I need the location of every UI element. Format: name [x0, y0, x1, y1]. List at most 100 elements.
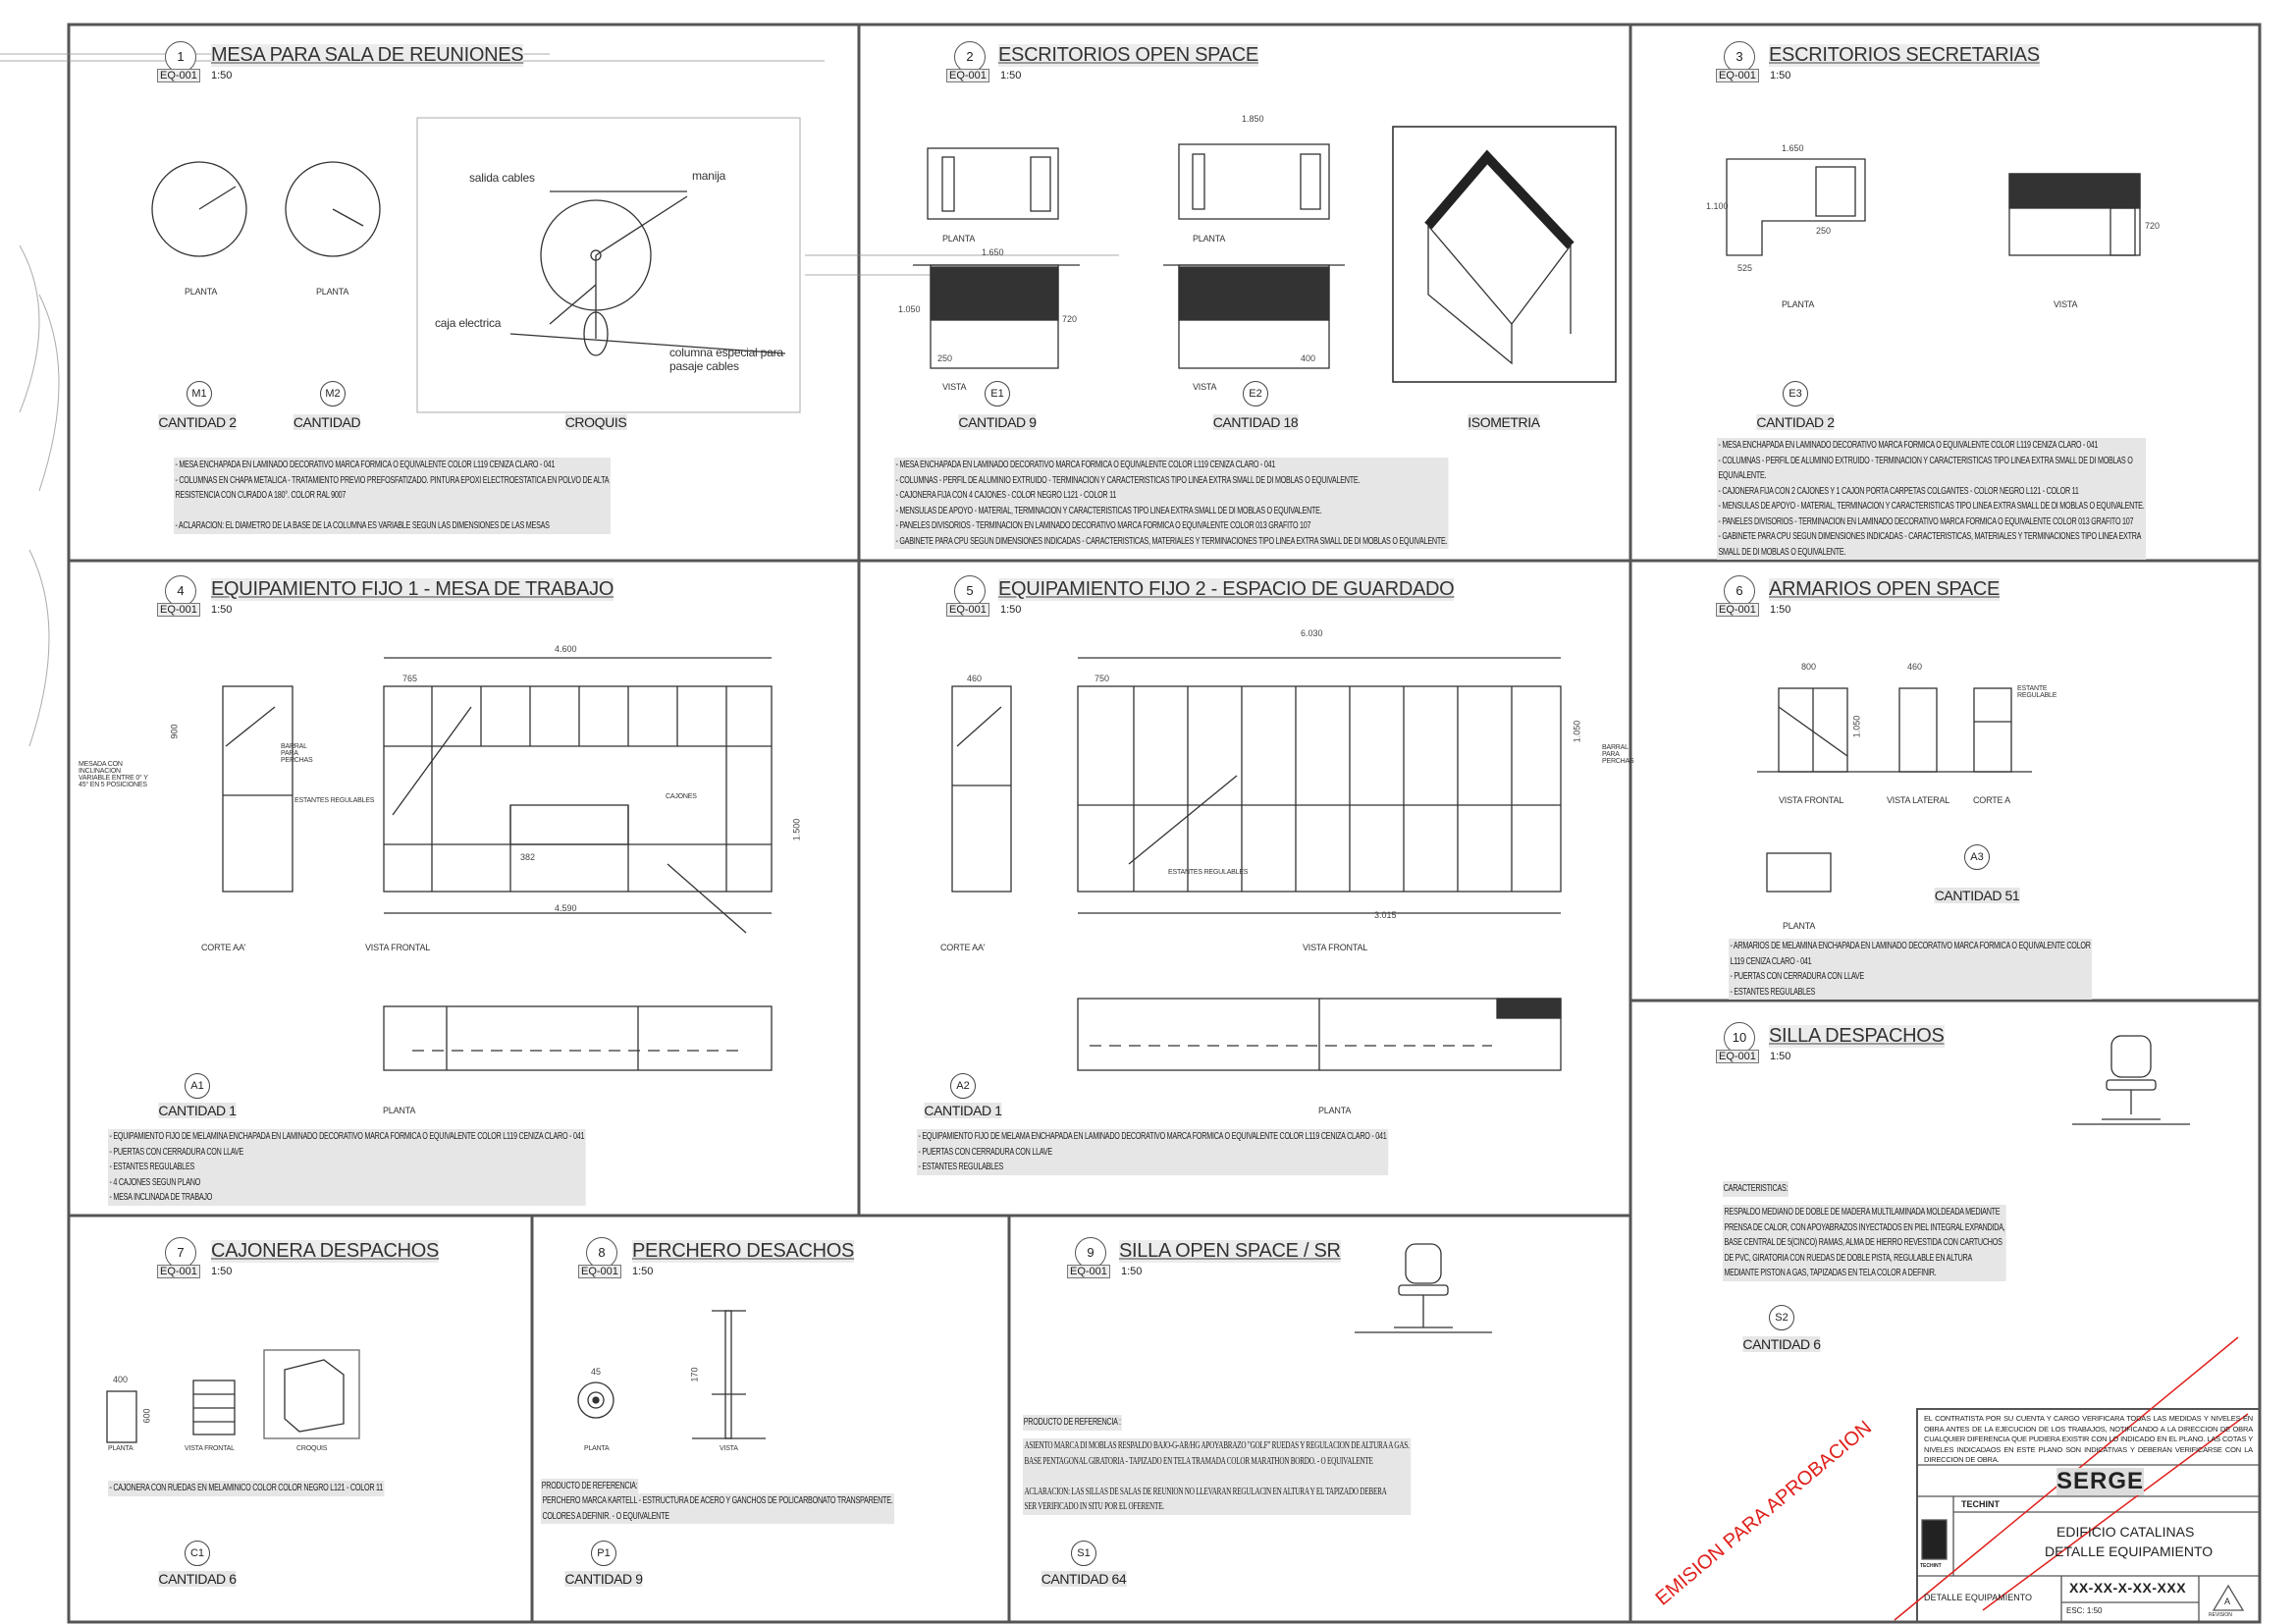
sheet-ref: EQ-001: [1716, 69, 1759, 82]
spec-notes: - MESA ENCHAPADA EN LAMINADO DECORATIVO …: [174, 458, 611, 534]
meeting-table-drawings: [151, 161, 786, 356]
note-line: BASE PENTAGONAL GIRATORIA - TAPIZADO EN …: [1023, 1453, 1374, 1469]
view-label: PLANTA: [1783, 921, 1816, 931]
sheet-ref: EQ-001: [1716, 603, 1759, 617]
panel-title: ESCRITORIOS SECRETARIAS: [1769, 44, 2040, 67]
work-table-drawings: [222, 657, 773, 1071]
note-line: - PUERTAS CON CERRADURA CON LLAVE: [108, 1144, 244, 1160]
note-line: RESISTENCIA CON CURADO A 180°. COLOR RAL…: [174, 488, 347, 504]
dimension: 900: [169, 724, 180, 739]
reference-heading: PRODUCTO DE REFERENCIA :: [1023, 1415, 1122, 1431]
dimension: 800: [1801, 662, 1817, 672]
dimension: 765: [402, 674, 418, 683]
quantity-label: CANTIDAD 6: [158, 1571, 237, 1587]
quantity-label: CANTIDAD 9: [958, 414, 1037, 430]
callout: manija: [692, 169, 726, 183]
note-line: - ESTANTES REGULABLES: [108, 1160, 195, 1175]
drawer-unit-drawings: [106, 1349, 360, 1443]
quantity-label: CANTIDAD 9: [564, 1571, 643, 1587]
dimension: 525: [1737, 263, 1753, 273]
panel-title: CAJONERA DESPACHOS: [211, 1240, 440, 1263]
note-line: SMALL DE DI MOBLAS O EQUIVALENTE.: [1717, 544, 1846, 560]
note-line: DE PVC, GIRATORIA CON RUEDAS DE DOBLE PI…: [1723, 1250, 1973, 1266]
drawing-number: XX-XX-X-XX-XXX: [2069, 1580, 2187, 1596]
detail-number: 2: [954, 41, 986, 73]
scale-value: ESC: 1:50: [2066, 1606, 2103, 1615]
project-title: EDIFICIO CATALINAS: [2056, 1524, 2195, 1540]
note-line: - ESTANTES REGULABLES: [917, 1160, 1004, 1175]
panel-title: SILLA DESPACHOS: [1769, 1025, 1945, 1048]
sheet-ref: EQ-001: [578, 1265, 621, 1278]
quantity-label: CANTIDAD 2: [158, 414, 237, 430]
view-label: VISTA FRONTAL: [1303, 943, 1368, 952]
dimension: 1.050: [1572, 720, 1582, 743]
note-line: PRENSA DE CALOR, CON APOYABRAZOS INYECTA…: [1723, 1219, 2006, 1235]
quantity-label: CANTIDAD 51: [1934, 888, 2020, 903]
dimension: 750: [1095, 674, 1110, 683]
item-tag: A3: [1964, 844, 1990, 870]
note-line: - GABINETE PARA CPU SEGUN DIMENSIONES IN…: [894, 533, 1449, 549]
dimension: 170: [689, 1367, 700, 1382]
cabinet-drawings: [1757, 687, 2032, 893]
callout: ESTANTES REGULABLES: [294, 797, 375, 804]
spec-notes: - MESA ENCHAPADA EN LAMINADO DECORATIVO …: [894, 458, 1449, 549]
view-label: VISTA FRONTAL: [1779, 795, 1844, 805]
view-label: VISTA: [1193, 382, 1217, 392]
view-label: CORTE AA': [940, 943, 986, 952]
quantity-label: CANTIDAD 1: [158, 1103, 237, 1118]
note-line: - EQUIPAMIENTO FIJO DE MELAMINA ENCHAPAD…: [108, 1129, 585, 1145]
item-tag: A2: [950, 1073, 976, 1099]
dimension: 250: [1816, 226, 1832, 236]
spec-notes: PERCHERO MARCA KARTELL - ESTRUCTURA DE A…: [541, 1493, 894, 1524]
callout: BARRAL PARA PERCHAS: [1602, 744, 1634, 765]
item-tag: E1: [985, 381, 1010, 406]
note-line: - PUERTAS CON CERRADURA CON LLAVE: [917, 1144, 1053, 1160]
sheet-ref: EQ-001: [157, 1265, 200, 1278]
note-line: - MESA ENCHAPADA EN LAMINADO DECORATIVO …: [174, 458, 556, 473]
characteristics-heading: CARACTERISTICAS:: [1723, 1181, 1789, 1197]
view-label: VISTA: [2054, 299, 2078, 309]
note-line: EQUIVALENTE.: [1717, 468, 1768, 484]
view-label: VISTA: [720, 1445, 738, 1452]
view-label: PLANTA: [1193, 234, 1226, 244]
sheet-ref: EQ-001: [1716, 1050, 1759, 1063]
note-line: - GABINETE PARA CPU SEGUN DIMENSIONES IN…: [1717, 529, 2142, 545]
note-line: - ACLARACION: EL DIAMETRO DE LA BASE DE …: [174, 518, 551, 534]
item-tag: E3: [1783, 381, 1808, 406]
view-label: VISTA FRONTAL: [365, 943, 431, 952]
view-label: VISTA FRONTAL: [185, 1445, 235, 1452]
panel-title: SILLA OPEN SPACE / SR: [1119, 1240, 1341, 1263]
dimension: 460: [967, 674, 983, 683]
view-label: CORTE A: [1973, 795, 2010, 805]
scale-label: 1:50: [211, 604, 233, 616]
dimension: 382: [520, 852, 536, 862]
note-line: - 4 CAJONES SEGUN PLANO: [108, 1174, 201, 1190]
dimension: 1.050: [1851, 715, 1862, 738]
note-line: SER VERIFICADO IN SITU POR EL OFERENTE.: [1023, 1499, 1165, 1515]
spec-notes: - MESA ENCHAPADA EN LAMINADO DECORATIVO …: [1717, 438, 2146, 560]
note-line: - PANELES DIVISORIOS - TERMINACION EN LA…: [894, 518, 1312, 534]
scale-label: 1:50: [1770, 604, 1791, 616]
heading-text: PRODUCTO DE REFERENCIA:: [541, 1479, 639, 1494]
view-label: PLANTA: [383, 1106, 416, 1115]
revision-letter: A: [2224, 1597, 2231, 1606]
view-label: PLANTA: [1318, 1106, 1352, 1115]
detail-number: 9: [1075, 1237, 1106, 1269]
scale-label: 1:50: [1770, 70, 1791, 81]
view-label: VISTA: [942, 382, 967, 392]
scale-label: 1:50: [211, 1266, 233, 1277]
contractor-disclaimer: EL CONTRATISTA POR SU CUENTA Y CARGO VER…: [1924, 1414, 2253, 1464]
item-tag: E2: [1243, 381, 1268, 406]
note-line: - MESA ENCHAPADA EN LAMINADO DECORATIVO …: [894, 458, 1276, 473]
company-name: TECHINT: [1961, 1499, 2000, 1509]
detail-number: 8: [586, 1237, 617, 1269]
dimension: 600: [141, 1408, 152, 1424]
item-tag: S2: [1769, 1305, 1794, 1330]
panel-title: EQUIPAMIENTO FIJO 1 - MESA DE TRABAJO: [211, 578, 614, 601]
view-label: CROQUIS: [296, 1445, 328, 1452]
item-tag: P1: [591, 1541, 616, 1566]
spec-notes: - ARMARIOS DE MELAMINA ENCHAPADA EN LAMI…: [1729, 939, 2093, 1000]
detail-number: 4: [165, 575, 196, 607]
sheet-frame: [67, 23, 2262, 1624]
